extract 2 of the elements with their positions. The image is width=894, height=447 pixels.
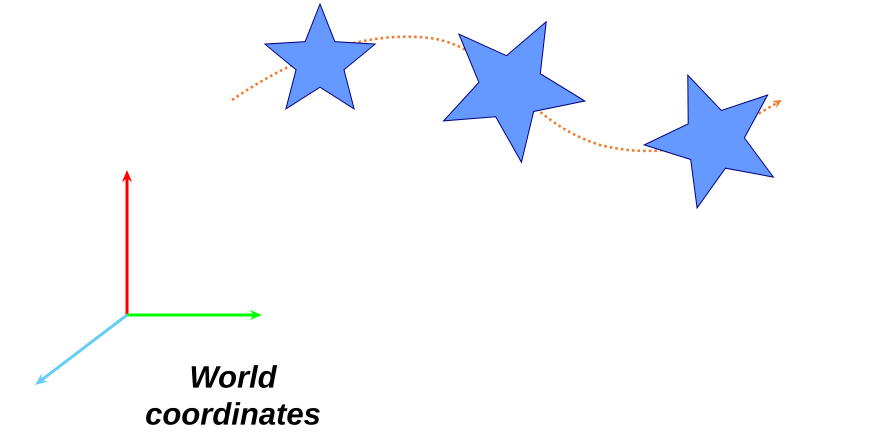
star-shape <box>642 74 775 210</box>
axis-caption: World coordinates <box>146 365 320 425</box>
